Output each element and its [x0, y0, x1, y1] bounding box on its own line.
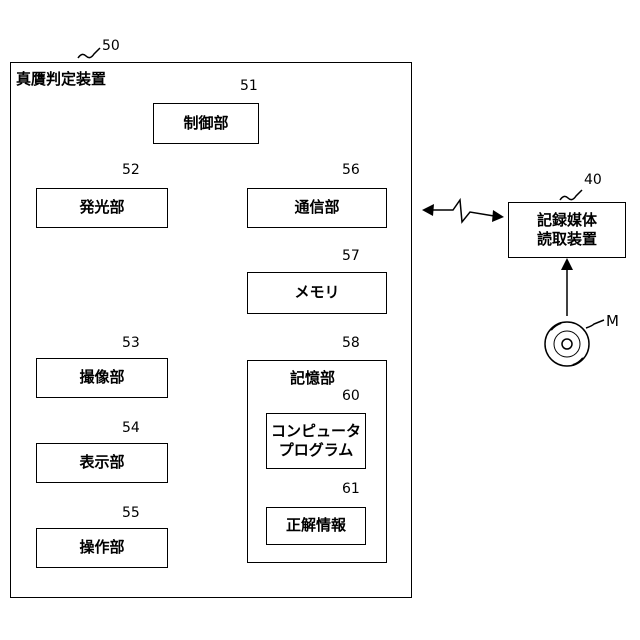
memory-block: メモリ	[247, 272, 387, 314]
control-label: 制御部	[183, 114, 228, 134]
storage-label: 記憶部	[290, 367, 335, 388]
leader-M	[586, 320, 604, 328]
reader-label-line2: 読取装置	[537, 230, 597, 250]
ref-54: 54	[122, 420, 140, 436]
disc-medium	[545, 322, 589, 366]
leader-50	[78, 48, 100, 58]
program-label-line2: プログラム	[279, 441, 354, 461]
emitter-label: 発光部	[79, 198, 124, 218]
imaging-label: 撮像部	[79, 368, 124, 388]
leader-40	[560, 190, 582, 200]
imaging-block: 撮像部	[36, 358, 168, 398]
ref-55: 55	[122, 505, 140, 521]
ref-M: M	[606, 312, 619, 330]
emitter-block: 発光部	[36, 188, 168, 228]
read-arrow-head	[561, 258, 573, 270]
reader-block: 記録媒体 読取装置	[508, 202, 626, 258]
program-label-line1: コンピュータ	[271, 422, 361, 442]
ref-61: 61	[342, 481, 360, 497]
display-label: 表示部	[79, 453, 124, 473]
ref-60: 60	[342, 388, 360, 404]
ref-40: 40	[584, 172, 602, 188]
control-block: 制御部	[153, 103, 259, 144]
wireless-arrow-right	[492, 210, 504, 222]
device-title: 真贋判定装置	[16, 68, 106, 89]
comm-label: 通信部	[294, 198, 339, 218]
memory-label: メモリ	[294, 283, 339, 303]
ref-50: 50	[102, 38, 120, 54]
ref-58: 58	[342, 335, 360, 351]
program-block: コンピュータ プログラム	[266, 413, 366, 469]
ref-56: 56	[342, 162, 360, 178]
reader-label-line1: 記録媒体	[537, 211, 597, 231]
operation-label: 操作部	[79, 538, 124, 558]
comm-block: 通信部	[247, 188, 387, 228]
answer-label: 正解情報	[286, 516, 346, 536]
ref-52: 52	[122, 162, 140, 178]
wireless-arrow-left	[422, 204, 434, 216]
operation-block: 操作部	[36, 528, 168, 568]
answer-block: 正解情報	[266, 507, 366, 545]
display-block: 表示部	[36, 443, 168, 483]
ref-51: 51	[240, 78, 258, 94]
ref-57: 57	[342, 248, 360, 264]
wireless-link	[432, 200, 494, 222]
ref-53: 53	[122, 335, 140, 351]
